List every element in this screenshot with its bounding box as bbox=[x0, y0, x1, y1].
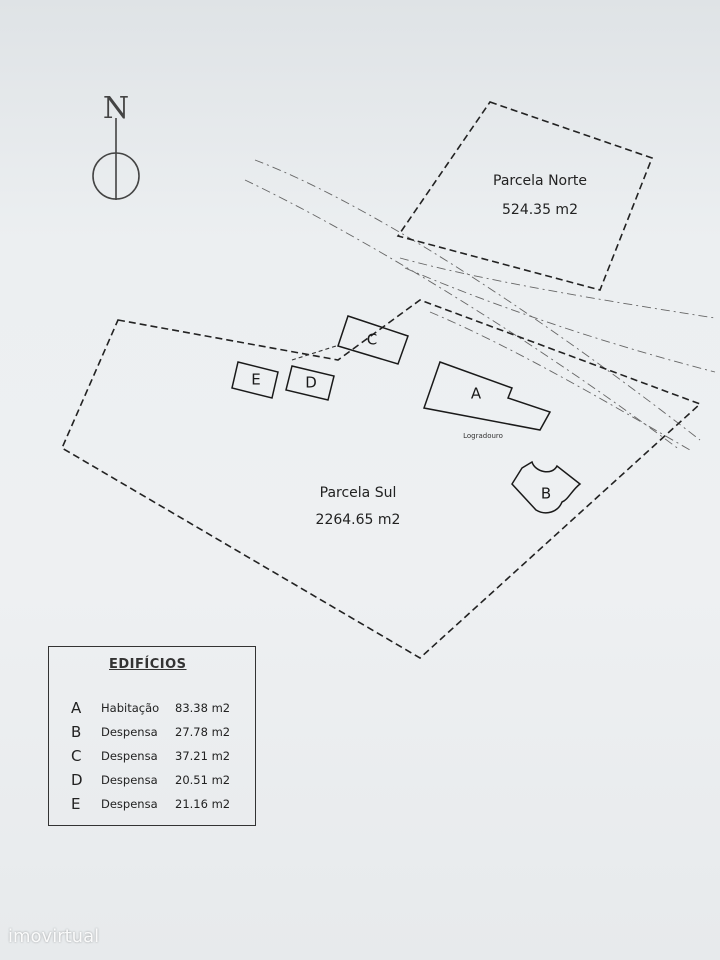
road-line bbox=[254, 159, 701, 441]
legend-letter: B bbox=[71, 723, 82, 741]
parcela-norte-boundary bbox=[396, 101, 654, 291]
building-d-outline bbox=[285, 365, 335, 401]
legend-use: Despensa bbox=[101, 725, 158, 739]
building-e-outline bbox=[231, 361, 279, 399]
legend-row: B Despensa 27.78 m2 bbox=[71, 723, 251, 743]
logradouro-label: Logradouro bbox=[463, 432, 503, 440]
building-c-outline bbox=[337, 315, 409, 365]
building-d-label: D bbox=[305, 374, 317, 392]
parcela-sul-boundary bbox=[60, 299, 702, 659]
north-arrow-icon bbox=[92, 118, 140, 200]
legend-use: Despensa bbox=[101, 749, 158, 763]
legend-row: A Habitação 83.38 m2 bbox=[71, 699, 251, 719]
building-e-label: E bbox=[251, 371, 260, 389]
legend-row: E Despensa 21.16 m2 bbox=[71, 795, 251, 815]
watermark-logo: imovirtual bbox=[8, 926, 100, 947]
parcela-sul-name: Parcela Sul bbox=[320, 485, 397, 501]
legend-row: C Despensa 37.21 m2 bbox=[71, 747, 251, 767]
parcela-norte-area: 524.35 m2 bbox=[502, 202, 578, 218]
road-line bbox=[429, 311, 691, 451]
parcela-sul-area: 2264.65 m2 bbox=[316, 512, 401, 528]
legend-area: 37.21 m2 bbox=[175, 749, 231, 763]
road-line bbox=[244, 179, 681, 451]
legend-use: Despensa bbox=[101, 773, 158, 787]
parcela-norte-name: Parcela Norte bbox=[493, 173, 587, 189]
building-a-label: A bbox=[471, 385, 482, 403]
legend-area: 27.78 m2 bbox=[175, 725, 231, 739]
path-line bbox=[291, 345, 337, 361]
legend-letter: D bbox=[71, 771, 83, 789]
legend-area: 83.38 m2 bbox=[175, 701, 231, 715]
legend-letter: C bbox=[71, 747, 82, 765]
building-b-outline bbox=[511, 460, 582, 514]
road-line bbox=[404, 267, 716, 373]
building-b-label: B bbox=[541, 485, 551, 503]
road-line bbox=[399, 257, 716, 319]
building-c-label: C bbox=[367, 331, 377, 349]
building-a-outline bbox=[423, 361, 552, 431]
legend-letter: E bbox=[71, 795, 81, 813]
legend-area: 20.51 m2 bbox=[175, 773, 231, 787]
legend-area: 21.16 m2 bbox=[175, 797, 231, 811]
north-letter: N bbox=[103, 91, 129, 126]
legend-title: EDIFÍCIOS bbox=[109, 657, 187, 672]
legend-letter: A bbox=[71, 699, 82, 717]
legend-use: Despensa bbox=[101, 797, 158, 811]
buildings-legend: EDIFÍCIOS A Habitação 83.38 m2 B Despens… bbox=[48, 646, 256, 826]
legend-row: D Despensa 20.51 m2 bbox=[71, 771, 251, 791]
legend-use: Habitação bbox=[101, 701, 160, 715]
